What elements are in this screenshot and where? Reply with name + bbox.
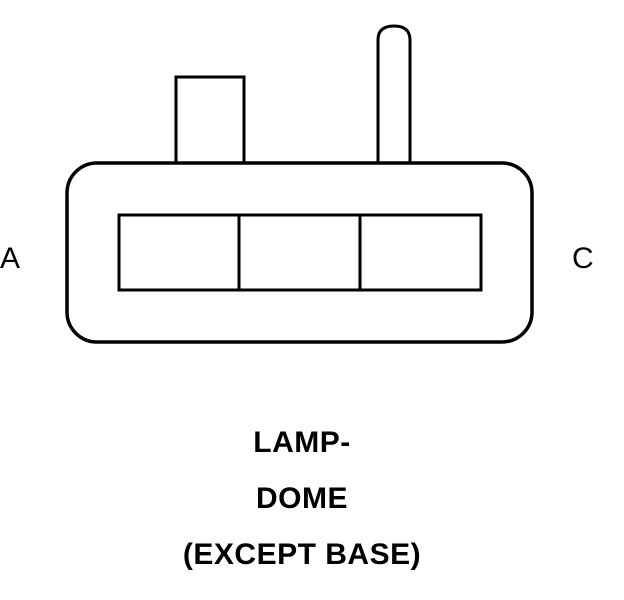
connector-latch-post xyxy=(376,24,412,165)
connector-lock-tab xyxy=(174,75,246,167)
terminal-cavity-c xyxy=(358,213,483,292)
caption-line-1: LAMP- xyxy=(253,426,351,459)
terminal-cavity-b xyxy=(237,213,362,292)
pin-label-a: A xyxy=(0,242,21,275)
pin-label-c: C xyxy=(572,242,594,275)
terminal-cavity-a xyxy=(117,213,241,292)
caption-line-2: DOME xyxy=(256,482,348,515)
caption-line-3: (EXCEPT BASE) xyxy=(182,538,422,571)
